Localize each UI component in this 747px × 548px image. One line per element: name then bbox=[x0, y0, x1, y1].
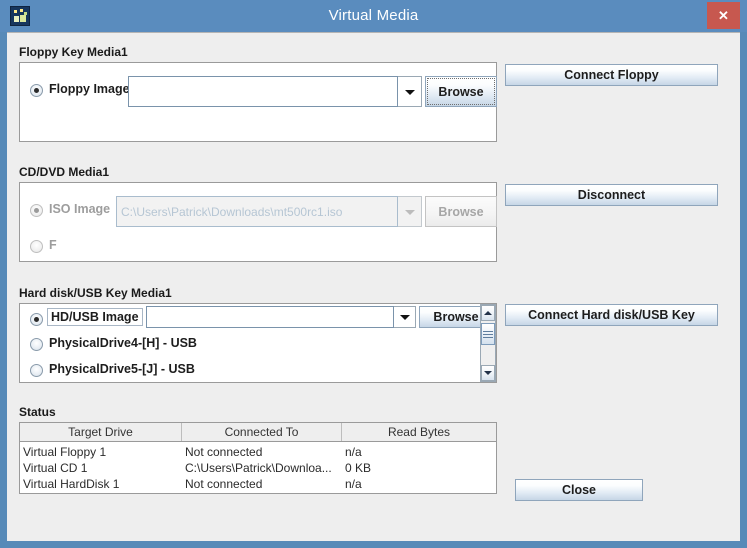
harddisk-panel: HD/USB Image Browse PhysicalDrive4-[H] -… bbox=[19, 303, 497, 383]
cell-read-bytes: 0 KB bbox=[345, 461, 372, 475]
close-icon: ✕ bbox=[718, 8, 729, 23]
cell-target-drive: Virtual HardDisk 1 bbox=[23, 477, 120, 491]
floppy-panel: Floppy Image Browse bbox=[19, 62, 497, 142]
cell-connected-to: Not connected bbox=[185, 477, 263, 491]
table-row[interactable]: Virtual CD 1 C:\Users\Patrick\Downloa...… bbox=[20, 460, 496, 476]
table-row[interactable]: Virtual Floppy 1 Not connected n/a bbox=[20, 444, 496, 460]
scroll-up-button[interactable] bbox=[481, 305, 495, 321]
cell-connected-to: C:\Users\Patrick\Downloa... bbox=[185, 461, 332, 475]
disconnect-button[interactable]: Disconnect bbox=[505, 184, 718, 206]
iso-browse-button[interactable]: Browse bbox=[425, 196, 497, 227]
chevron-down-icon bbox=[404, 209, 415, 215]
column-header-target-drive[interactable]: Target Drive bbox=[20, 423, 182, 441]
iso-image-radio[interactable] bbox=[30, 204, 43, 217]
hd-usb-image-input[interactable] bbox=[146, 306, 394, 328]
floppy-image-input[interactable] bbox=[128, 76, 398, 107]
physicaldrive5-label: PhysicalDrive5-[J] - USB bbox=[49, 362, 195, 376]
close-window-button[interactable]: ✕ bbox=[707, 2, 740, 29]
scrollbar-thumb[interactable] bbox=[481, 323, 495, 345]
floppy-image-label: Floppy Image bbox=[49, 82, 130, 96]
hd-combo-dropdown[interactable] bbox=[394, 306, 416, 328]
cell-read-bytes: n/a bbox=[345, 477, 362, 491]
harddisk-list-scrollbar[interactable] bbox=[480, 304, 496, 382]
floppy-browse-button[interactable]: Browse bbox=[425, 76, 497, 107]
connect-floppy-button[interactable]: Connect Floppy bbox=[505, 64, 718, 86]
table-row[interactable]: Virtual HardDisk 1 Not connected n/a bbox=[20, 476, 496, 492]
hd-usb-image-radio[interactable] bbox=[30, 313, 43, 326]
hd-browse-button[interactable]: Browse bbox=[419, 306, 493, 328]
scroll-down-button[interactable] bbox=[481, 365, 495, 381]
cell-target-drive: Virtual Floppy 1 bbox=[23, 445, 107, 459]
triangle-down-icon bbox=[484, 371, 492, 375]
cddvd-panel: ISO Image C:\Users\Patrick\Downloads\mt5… bbox=[19, 182, 497, 262]
cddvd-group-label: CD/DVD Media1 bbox=[19, 165, 110, 179]
close-dialog-button[interactable]: Close bbox=[515, 479, 643, 501]
floppy-combo-dropdown[interactable] bbox=[398, 76, 422, 107]
cell-read-bytes: n/a bbox=[345, 445, 362, 459]
harddisk-group-label: Hard disk/USB Key Media1 bbox=[19, 286, 172, 300]
iso-combo-dropdown[interactable] bbox=[398, 196, 422, 227]
connect-harddisk-usb-button[interactable]: Connect Hard disk/USB Key bbox=[505, 304, 718, 326]
dialog-client-area: Floppy Key Media1 Floppy Image Browse Co… bbox=[7, 32, 740, 541]
floppy-group-label: Floppy Key Media1 bbox=[19, 45, 128, 59]
cd-drive-f-radio[interactable] bbox=[30, 240, 43, 253]
column-header-connected-to[interactable]: Connected To bbox=[182, 423, 342, 441]
chevron-down-icon bbox=[404, 89, 415, 95]
physicaldrive5-radio[interactable] bbox=[30, 364, 43, 377]
triangle-up-icon bbox=[484, 311, 492, 315]
status-table-header: Target Drive Connected To Read Bytes bbox=[20, 423, 496, 442]
app-icon bbox=[10, 6, 30, 26]
cell-target-drive: Virtual CD 1 bbox=[23, 461, 88, 475]
chevron-down-icon bbox=[399, 315, 410, 320]
column-header-read-bytes[interactable]: Read Bytes bbox=[387, 425, 451, 439]
cell-connected-to: Not connected bbox=[185, 445, 263, 459]
physicaldrive4-label: PhysicalDrive4-[H] - USB bbox=[49, 336, 197, 350]
iso-image-input[interactable]: C:\Users\Patrick\Downloads\mt500rc1.iso bbox=[116, 196, 398, 227]
iso-image-label: ISO Image bbox=[49, 202, 111, 216]
hd-usb-image-label: HD/USB Image bbox=[47, 308, 143, 326]
cd-drive-f-label: F bbox=[49, 238, 57, 252]
status-table: Target Drive Connected To Read Bytes Vir… bbox=[19, 422, 497, 494]
status-group-label: Status bbox=[19, 405, 56, 419]
physicaldrive4-radio[interactable] bbox=[30, 338, 43, 351]
floppy-image-radio[interactable] bbox=[30, 84, 43, 97]
window-title: Virtual Media bbox=[328, 7, 419, 24]
title-bar: Virtual Media ✕ bbox=[0, 0, 747, 32]
